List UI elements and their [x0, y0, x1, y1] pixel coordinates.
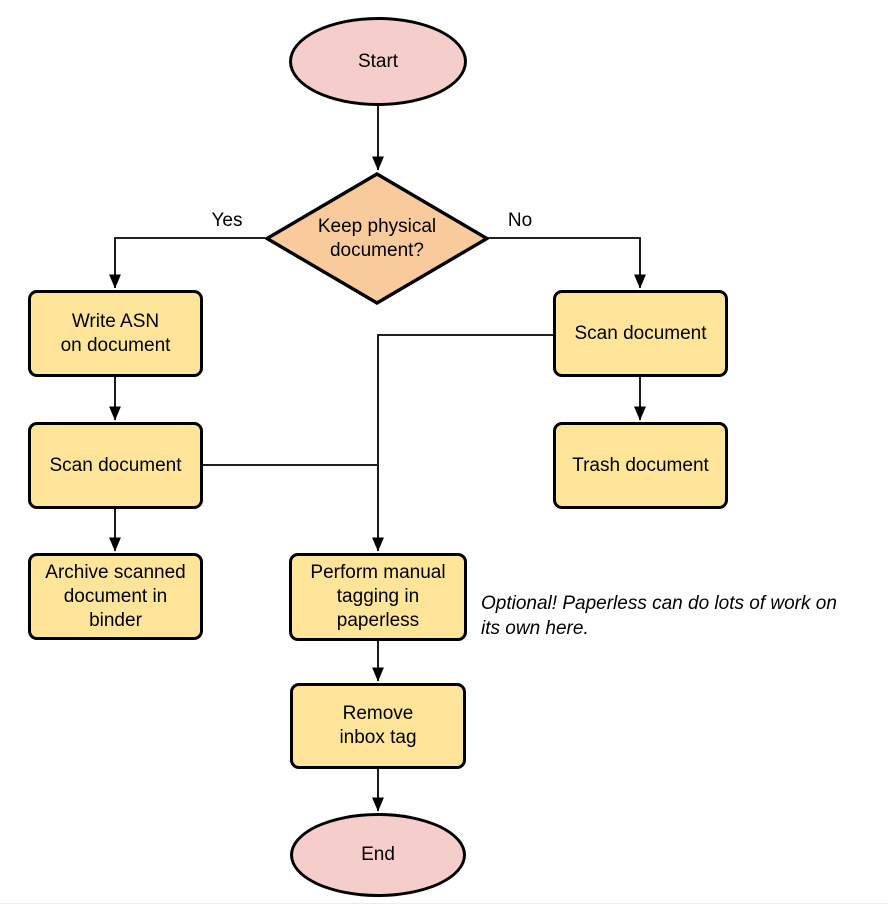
node-write-asn: Write ASN on document — [28, 290, 203, 377]
node-archive-label: Archive scanned document in binder — [45, 561, 186, 631]
node-decision-keep-physical: Keep physical document? — [265, 172, 489, 305]
edge-decision-yes-to-write-asn — [109, 237, 265, 289]
node-scan-document-right: Scan document — [553, 290, 728, 377]
node-scan-document-left: Scan document — [28, 422, 203, 509]
node-scan-right-label: Scan document — [574, 322, 707, 344]
node-end-label: End — [361, 844, 395, 865]
edge-label-yes: Yes — [200, 209, 254, 233]
annotation-optional-paperless: Optional! Paperless can do lots of work … — [481, 593, 837, 639]
node-scan-left-label: Scan document — [49, 454, 182, 476]
node-trash-document: Trash document — [553, 422, 728, 509]
node-manual-tagging: Perform manual tagging in paperless — [289, 553, 467, 641]
node-decision-label: Keep physical document? — [317, 215, 437, 261]
edge-decision-no-to-scan-right — [488, 237, 646, 289]
page-bottom-border — [0, 903, 888, 904]
edge-label-no: No — [493, 209, 547, 233]
node-remove-inbox-tag: Remove inbox tag — [290, 683, 466, 769]
node-start-label: Start — [357, 50, 399, 72]
node-start: Start — [289, 17, 467, 106]
node-write-asn-label: Write ASN on document — [60, 310, 171, 356]
node-tagging-label: Perform manual tagging in paperless — [310, 562, 446, 631]
node-archive-binder: Archive scanned document in binder — [28, 553, 203, 640]
node-trash-label: Trash document — [572, 454, 709, 476]
node-end: End — [290, 813, 466, 897]
edge-scan-right-to-tagging — [372, 334, 553, 552]
diamond-shape — [265, 172, 489, 305]
node-remove-label: Remove inbox tag — [339, 703, 417, 748]
